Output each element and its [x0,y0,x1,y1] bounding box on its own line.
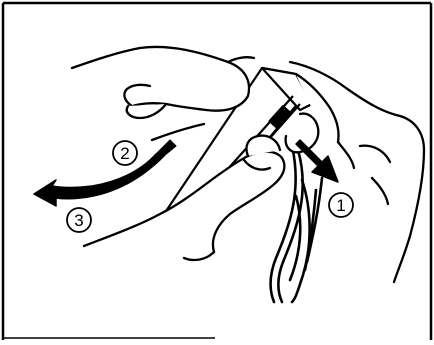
strap-icon [269,144,324,304]
step-2-badge: 2 [112,140,138,166]
step-1-badge: 1 [328,192,354,218]
arrow-step-1-icon [295,139,339,183]
step-3-label: 3 [74,211,83,230]
arrow-step-3-icon [33,139,177,207]
lower-hand-icon [82,122,286,262]
left-hand-icon [70,45,256,120]
step-1-label: 1 [336,196,345,215]
illustration-border [1,1,433,340]
step-3-badge: 3 [66,207,92,233]
step-2-label: 2 [120,144,129,163]
right-hand-icon [284,60,426,284]
